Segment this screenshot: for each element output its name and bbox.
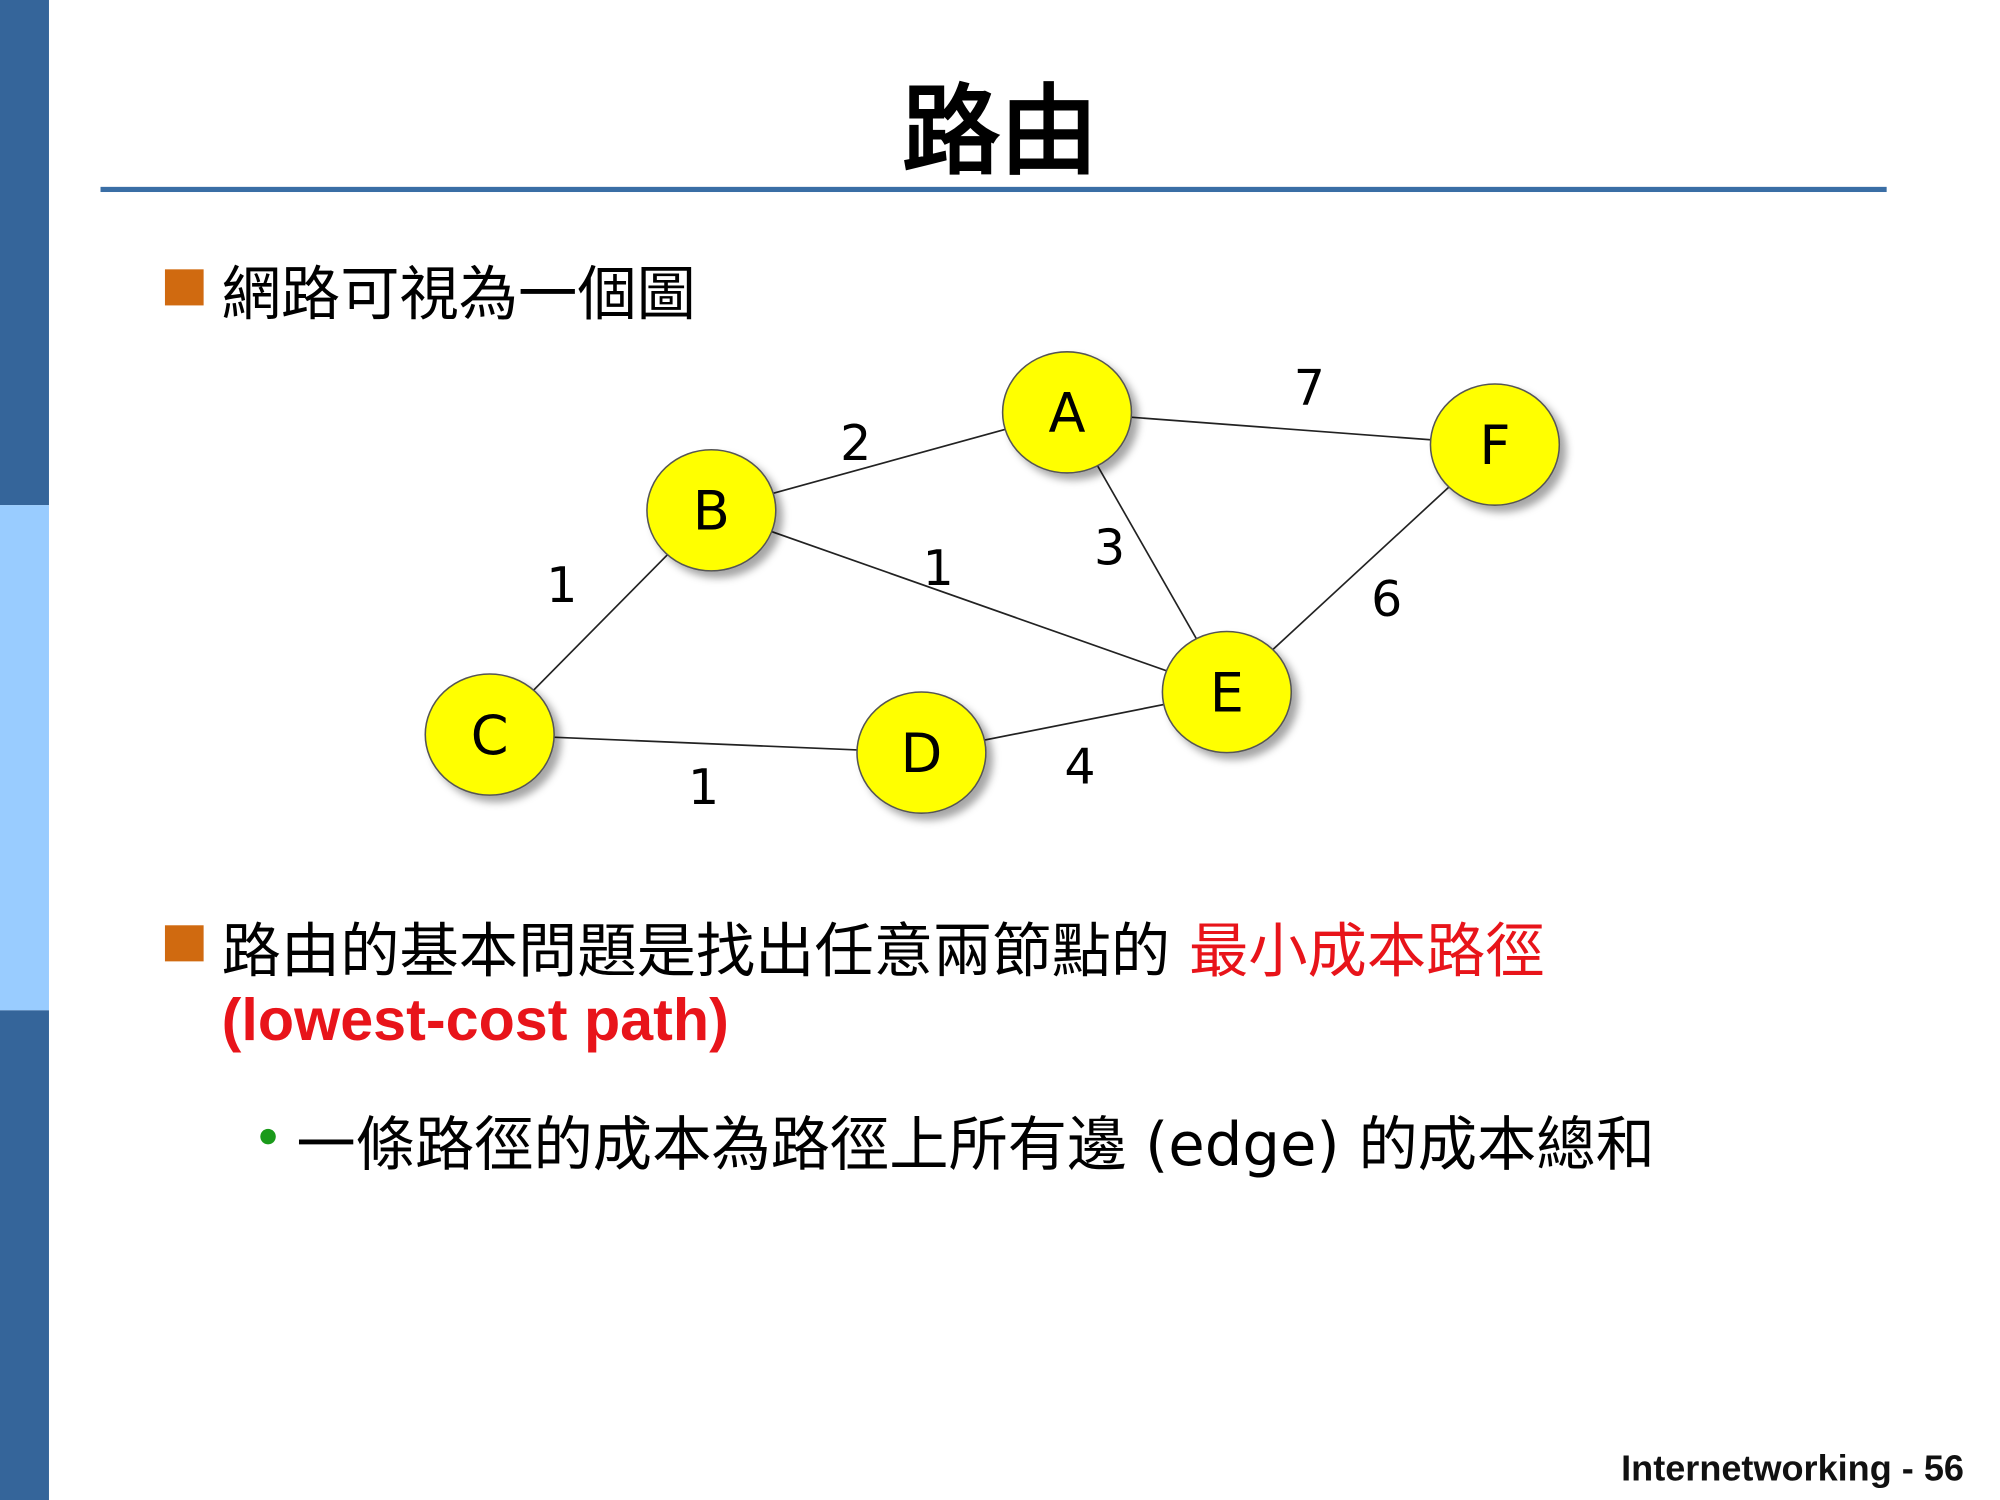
edge-cost-label: 1 [688, 759, 719, 816]
sidebar-band-top [0, 0, 49, 506]
bullet-2-text: 路由的基本問題是找出任意兩節點的 最小成本路徑 [222, 905, 1545, 990]
edge-CD [489, 733, 922, 754]
node-C: C [424, 673, 555, 796]
node-label: C [471, 704, 509, 767]
node-A: A [1001, 351, 1133, 474]
edge-cost-label: 1 [546, 557, 577, 614]
bullet-1-text: 網路可視為一個圖 [221, 259, 696, 329]
node-F: F [1429, 383, 1561, 506]
node-label: A [1049, 382, 1086, 445]
node-E: E [1161, 630, 1293, 754]
sidebar-band-bottom [0, 1010, 49, 1500]
slide-title: 路由 [902, 73, 1098, 189]
slide-footer: Internetworking - 56 [1621, 1448, 1964, 1489]
edge-AF [1066, 411, 1495, 446]
edge-cost-label: 6 [1371, 571, 1402, 628]
node-circle [1001, 351, 1133, 474]
network-graph: A B C D E F 2 7 1 1 3 6 1 4 [424, 351, 1561, 816]
node-circle [1429, 383, 1561, 506]
node-D: D [856, 691, 987, 814]
bullet-2-highlight-english: (lowest-cost path) [221, 985, 729, 1053]
node-circle [1161, 630, 1293, 754]
bullet-square-icon [164, 269, 204, 306]
bullet-2-main: 路由的基本問題是找出任意兩節點的 [221, 916, 1189, 986]
node-label: D [901, 722, 943, 785]
edge-cost-label: 2 [840, 415, 871, 472]
node-label: F [1479, 414, 1510, 477]
edge-cost-label: 3 [1094, 519, 1125, 576]
node-label: B [693, 480, 730, 543]
node-circle [424, 673, 555, 796]
title-divider [100, 186, 1887, 193]
node-circle [646, 448, 777, 572]
edge-cost-label: 7 [1294, 360, 1325, 417]
bullet-2-highlight: 最小成本路徑 [1188, 916, 1545, 986]
edge-cost-label: 1 [923, 540, 954, 597]
edge-BE [711, 509, 1228, 693]
sub-bullet-dot-icon [260, 1128, 276, 1145]
edge-cost-label: 4 [1064, 739, 1095, 796]
node-label: E [1210, 661, 1244, 724]
node-B: B [646, 448, 777, 572]
node-circle [856, 691, 987, 814]
sub-bullet-text: 一條路徑的成本為路徑上所有邊 (edge) 的成本總和 [296, 1109, 1655, 1180]
sidebar-band-middle [0, 505, 49, 1011]
bullet-square-icon [164, 925, 204, 962]
